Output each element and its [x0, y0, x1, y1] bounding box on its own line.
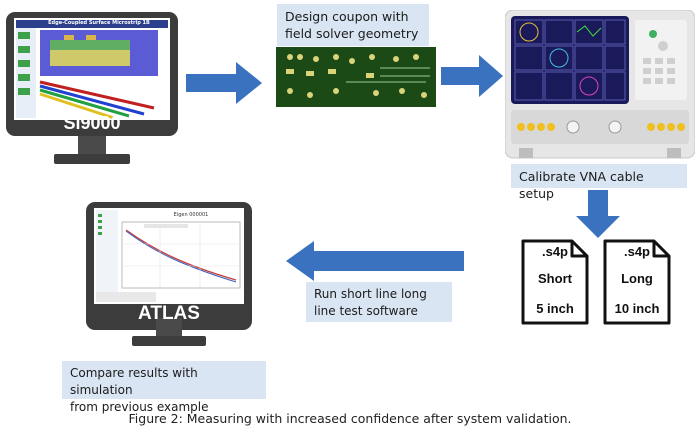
pcb-coupon-image: [276, 47, 436, 107]
vna-instrument: [505, 10, 695, 159]
arrow-to-vna: [441, 55, 503, 97]
si9000-monitor: [6, 12, 178, 164]
file-long-ext: .s4p: [623, 244, 650, 259]
atlas-label: ATLAS: [138, 303, 200, 324]
arrow-down-to-files: [576, 190, 620, 238]
file-short-name: Short: [538, 271, 572, 286]
atlas-monitor: [86, 202, 252, 346]
design-coupon-label: Design coupon with field solver geometry: [277, 4, 429, 46]
file-short-length: 5 inch: [536, 301, 574, 316]
si9000-screen-title: Edge-Coupled Surface Microstrip 1B: [48, 20, 150, 26]
file-long-icon: [603, 239, 671, 325]
arrow-to-atlas: [286, 241, 464, 281]
si9000-label: Si9000: [63, 113, 121, 133]
compare-results-label: Compare results with simulation from pre…: [62, 361, 266, 414]
file-long-name: Long: [621, 271, 653, 286]
atlas-screen-title: Eigen 000001: [173, 212, 209, 218]
run-software-label: Run short line long line test software: [306, 282, 452, 322]
arrow-to-coupon: [186, 62, 262, 104]
file-short: .s4p Short 5 inch: [520, 238, 590, 326]
calibrate-label: Calibrate VNA cable setup: [511, 164, 687, 201]
file-long: .s4p Long 10 inch: [602, 238, 672, 326]
figure-caption: Figure 2: Measuring with increased confi…: [128, 411, 572, 426]
file-short-icon: [521, 239, 589, 325]
file-short-ext: .s4p: [541, 244, 568, 259]
file-long-length: 10 inch: [614, 301, 660, 316]
